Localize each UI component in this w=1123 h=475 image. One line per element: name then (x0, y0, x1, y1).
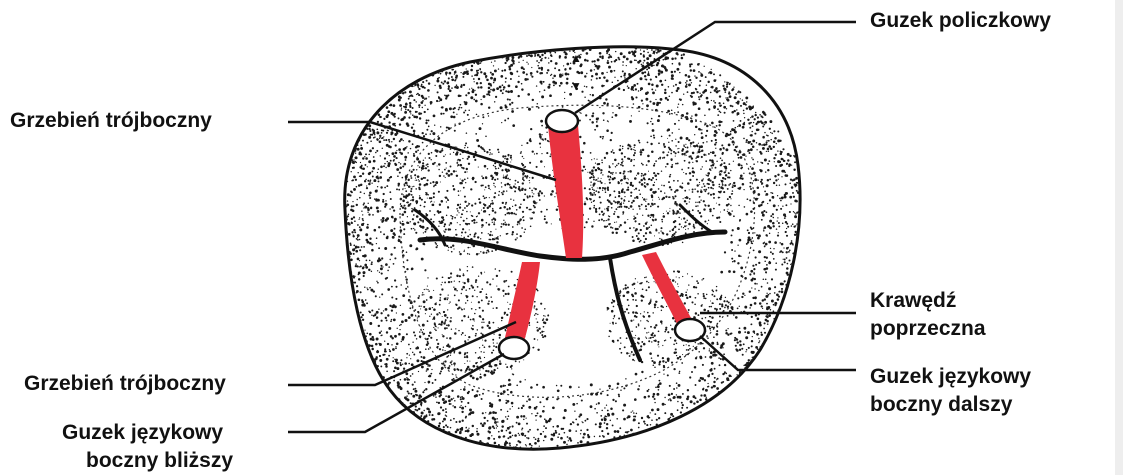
arrow-down-marker: ▼ (570, 79, 582, 93)
label-distolingual-cusp-line1: Guzek językowy (870, 364, 1031, 390)
page-edge-strip (1115, 0, 1123, 475)
label-triangular-ridge-upper: Grzebień trójboczny (10, 108, 212, 134)
label-triangular-ridge-lower: Grzebień trójboczny (24, 371, 226, 397)
label-mesiolingual-cusp-line1: Guzek językowy (62, 420, 223, 446)
label-buccal-cusp: Guzek policzkowy (870, 8, 1051, 34)
label-transverse-ridge-line1: Krawędź (870, 288, 956, 314)
label-mesiolingual-cusp-line2: boczny bliższy (86, 448, 233, 474)
label-distolingual-cusp-line2: boczny dalszy (870, 392, 1012, 418)
label-transverse-ridge-line2: poprzeczna (870, 316, 986, 342)
arrow-up-marker: ▲ (570, 51, 582, 65)
buccal-cusp-marker (546, 110, 578, 132)
